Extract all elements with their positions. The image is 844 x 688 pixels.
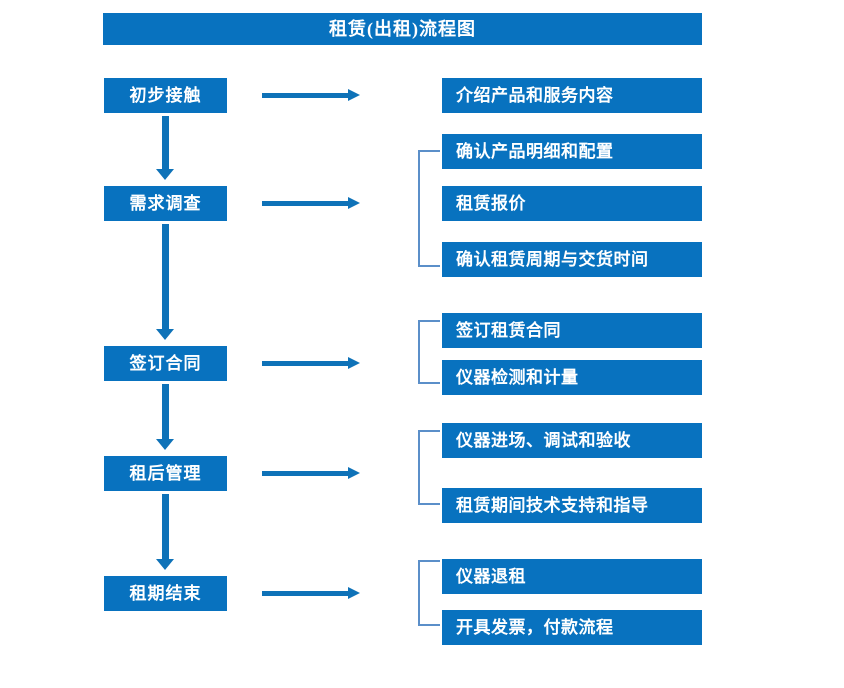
group-bracket-4 bbox=[418, 430, 440, 505]
flow-arrow-down-1 bbox=[156, 116, 174, 180]
group-bracket-5 bbox=[418, 560, 440, 626]
detail-box-2-2[interactable]: 租赁报价 bbox=[442, 186, 702, 221]
detail-arrow-right-2 bbox=[262, 197, 360, 209]
detail-box-5-2[interactable]: 开具发票，付款流程 bbox=[442, 610, 702, 645]
flow-arrow-down-3 bbox=[156, 384, 174, 450]
stage-box-2[interactable]: 需求调查 bbox=[104, 186, 227, 221]
flow-arrow-down-4 bbox=[156, 494, 174, 570]
detail-box-4-1[interactable]: 仪器进场、调试和验收 bbox=[442, 423, 702, 458]
detail-box-5-1[interactable]: 仪器退租 bbox=[442, 559, 702, 594]
detail-arrow-right-3 bbox=[262, 357, 360, 369]
detail-box-3-1[interactable]: 签订租赁合同 bbox=[442, 313, 702, 348]
detail-arrow-right-5 bbox=[262, 587, 360, 599]
stage-box-1[interactable]: 初步接触 bbox=[104, 78, 227, 113]
stage-box-5[interactable]: 租期结束 bbox=[104, 576, 227, 611]
detail-box-2-1[interactable]: 确认产品明细和配置 bbox=[442, 134, 702, 169]
page-title: 租赁(出租)流程图 bbox=[103, 13, 702, 45]
stage-box-4[interactable]: 租后管理 bbox=[104, 456, 227, 491]
detail-arrow-right-1 bbox=[262, 89, 360, 101]
group-bracket-3 bbox=[418, 320, 440, 384]
flow-arrow-down-2 bbox=[156, 224, 174, 340]
group-bracket-2 bbox=[418, 150, 440, 267]
detail-box-4-2[interactable]: 租赁期间技术支持和指导 bbox=[442, 488, 702, 523]
detail-box-2-3[interactable]: 确认租赁周期与交货时间 bbox=[442, 242, 702, 277]
detail-box-1-1[interactable]: 介绍产品和服务内容 bbox=[442, 78, 702, 113]
detail-arrow-right-4 bbox=[262, 467, 360, 479]
detail-box-3-2[interactable]: 仪器检测和计量 bbox=[442, 360, 702, 395]
stage-box-3[interactable]: 签订合同 bbox=[104, 346, 227, 381]
